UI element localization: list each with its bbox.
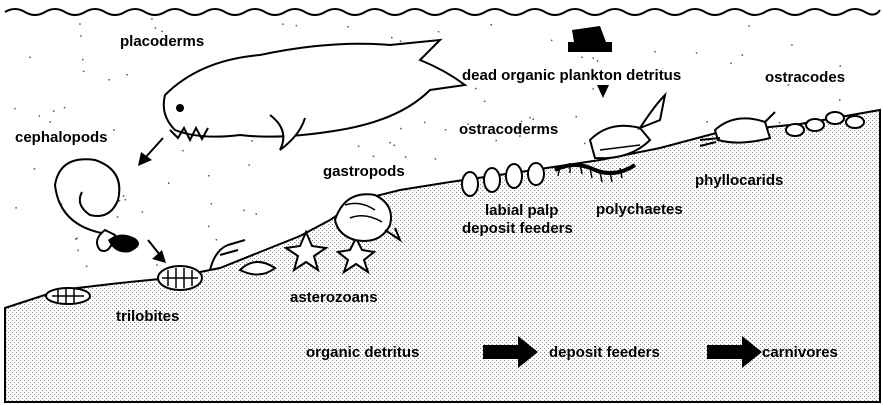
- flow-arrow-icon: [148, 240, 166, 263]
- label-cephalopods: cephalopods: [15, 129, 108, 146]
- label-trilobites: trilobites: [116, 308, 179, 325]
- plankton-source-icon: [568, 26, 612, 52]
- flow-organic-detritus: organic detritus: [306, 344, 419, 361]
- label-dead-plankton: dead organic plankton detritus: [462, 67, 681, 84]
- flow-carnivores: carnivores: [762, 344, 838, 361]
- label-placoderms: placoderms: [120, 33, 204, 50]
- label-gastropods: gastropods: [323, 163, 405, 180]
- label-phyllocarids: phyllocarids: [695, 172, 783, 189]
- flow-arrow-icon: [138, 138, 163, 166]
- trilobite-icon: [158, 266, 202, 290]
- label-ostracoderms: ostracoderms: [459, 121, 558, 138]
- trilobite-icon: [46, 288, 90, 304]
- label-asterozoans: asterozoans: [290, 289, 378, 306]
- cephalopod-shell-icon: [55, 159, 139, 252]
- label-polychaetes: polychaetes: [596, 201, 683, 218]
- label-ostracodes: ostracodes: [765, 69, 845, 86]
- flow-deposit-feeders: deposit feeders: [549, 344, 660, 361]
- water-surface: [5, 9, 880, 15]
- placoderm-fish-icon: [164, 40, 465, 150]
- flow-arrow-icon: [597, 85, 609, 98]
- label-deposit-feeders-sub: deposit feeders: [462, 220, 573, 237]
- label-labial-palp: labial palp: [485, 202, 558, 219]
